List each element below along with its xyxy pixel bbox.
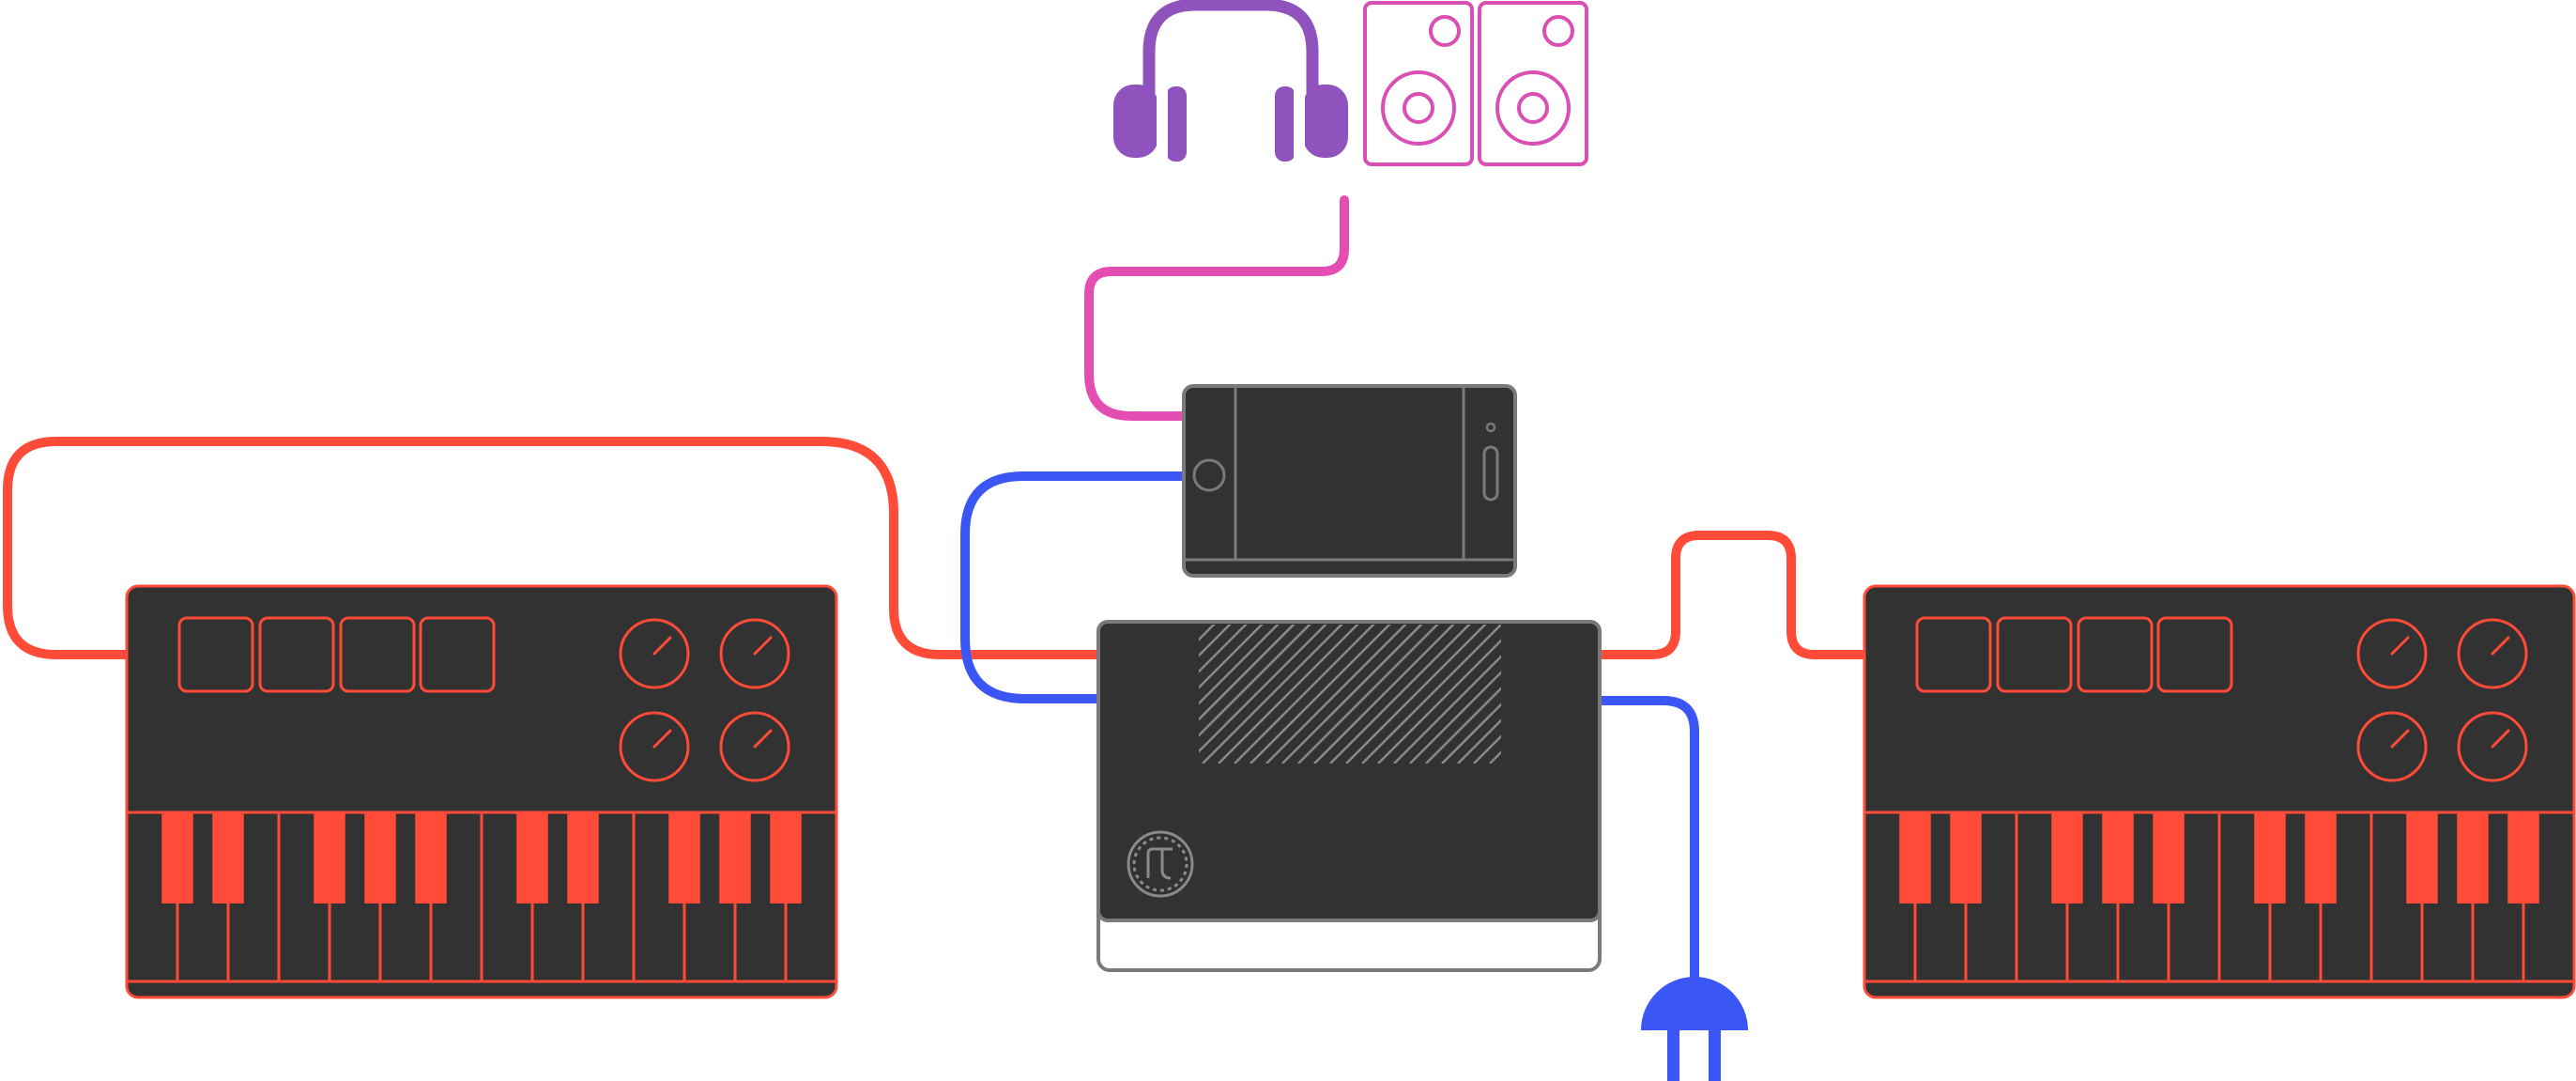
cables	[3, 195, 1873, 986]
knob	[2356, 711, 2428, 782]
black-key	[2153, 812, 2185, 903]
black-key	[364, 812, 396, 903]
black-key	[2102, 812, 2134, 903]
black-key	[516, 812, 548, 903]
phone-camera	[1485, 422, 1496, 433]
black-key	[2507, 812, 2539, 903]
black-key	[415, 812, 447, 903]
black-key	[1899, 812, 1931, 903]
drum-pad	[2077, 616, 2154, 693]
black-key	[2457, 812, 2489, 903]
black-key	[668, 812, 700, 903]
hatch-line	[1377, 639, 1501, 764]
power-cable	[1595, 696, 1699, 986]
usb-cable-phone	[960, 471, 1189, 703]
black-key	[1950, 812, 1982, 903]
hatch-line	[1457, 718, 1501, 764]
hatch-line	[1265, 625, 1407, 764]
hatch-line	[1409, 671, 1501, 764]
power-plug-icon	[1641, 977, 1748, 1081]
black-key	[770, 812, 802, 903]
black-key	[2406, 812, 2438, 903]
hatch-line	[1345, 625, 1487, 764]
audio-cable	[1084, 195, 1349, 421]
knob	[619, 618, 690, 689]
phone-home-button	[1192, 458, 1226, 492]
hub-logo-icon	[1127, 830, 1194, 898]
black-key	[719, 812, 751, 903]
phone	[1182, 384, 1517, 578]
knob	[2356, 618, 2428, 689]
speakers-icon	[1363, 1, 1588, 166]
midi-cable-right	[1595, 531, 1873, 659]
hatch-line	[1361, 625, 1501, 764]
knob	[719, 711, 790, 782]
hatch-line	[1473, 734, 1501, 764]
knob-indicator	[652, 729, 672, 749]
phone-speaker-slot	[1482, 445, 1499, 502]
knob-indicator	[753, 636, 773, 656]
hatch-line	[1250, 625, 1391, 764]
hatch-line	[1329, 625, 1471, 764]
black-key	[567, 812, 599, 903]
hatch-line	[1199, 625, 1280, 705]
hatch-line	[1199, 625, 1248, 673]
keyboard-left	[125, 584, 838, 999]
hatch-line	[1199, 625, 1232, 657]
hatch-line	[1234, 625, 1375, 764]
drum-pad	[419, 616, 496, 693]
knob	[2457, 711, 2528, 782]
hatch-line	[1199, 625, 1311, 737]
hatch-line	[1441, 703, 1501, 764]
drum-pad	[339, 616, 416, 693]
hatch-line	[1281, 625, 1423, 764]
hatch-line	[1313, 625, 1455, 764]
knob-indicator	[2491, 636, 2510, 656]
hatch-line	[1202, 625, 1343, 764]
black-key	[2305, 812, 2337, 903]
drum-pad	[177, 616, 254, 693]
knob-indicator	[753, 729, 773, 749]
midi-cable-left	[3, 437, 1103, 659]
hub	[1096, 620, 1602, 972]
drum-pad	[2156, 616, 2233, 693]
hatch-line	[1297, 625, 1439, 764]
black-key	[2254, 812, 2286, 903]
black-key	[161, 812, 193, 903]
drum-pad	[1915, 616, 1992, 693]
hatch-line	[1199, 625, 1327, 753]
hatch-line	[1199, 625, 1296, 721]
keyboard-body	[1863, 584, 2576, 999]
headphones-icon	[1113, 0, 1348, 163]
knob-indicator	[2390, 636, 2410, 656]
black-key	[212, 812, 244, 903]
black-key	[314, 812, 345, 903]
knob-indicator	[2390, 729, 2410, 749]
hatch-line	[1199, 625, 1216, 641]
hub-vent-pattern	[1199, 625, 1501, 764]
hatch-line	[1218, 625, 1359, 764]
knob	[719, 618, 790, 689]
hatch-line	[1393, 655, 1501, 764]
knob	[2457, 618, 2528, 689]
knob-indicator	[2491, 729, 2510, 749]
drum-pad	[258, 616, 335, 693]
hatch-line	[1199, 625, 1264, 689]
drum-pad	[1996, 616, 2073, 693]
knob-indicator	[652, 636, 672, 656]
black-key	[2051, 812, 2083, 903]
hatch-line	[1425, 687, 1501, 764]
keyboard-right	[1863, 584, 2576, 999]
speaker-left	[1363, 1, 1474, 166]
speaker-right	[1478, 1, 1588, 166]
keyboard-body	[125, 584, 838, 999]
knob	[619, 711, 690, 782]
